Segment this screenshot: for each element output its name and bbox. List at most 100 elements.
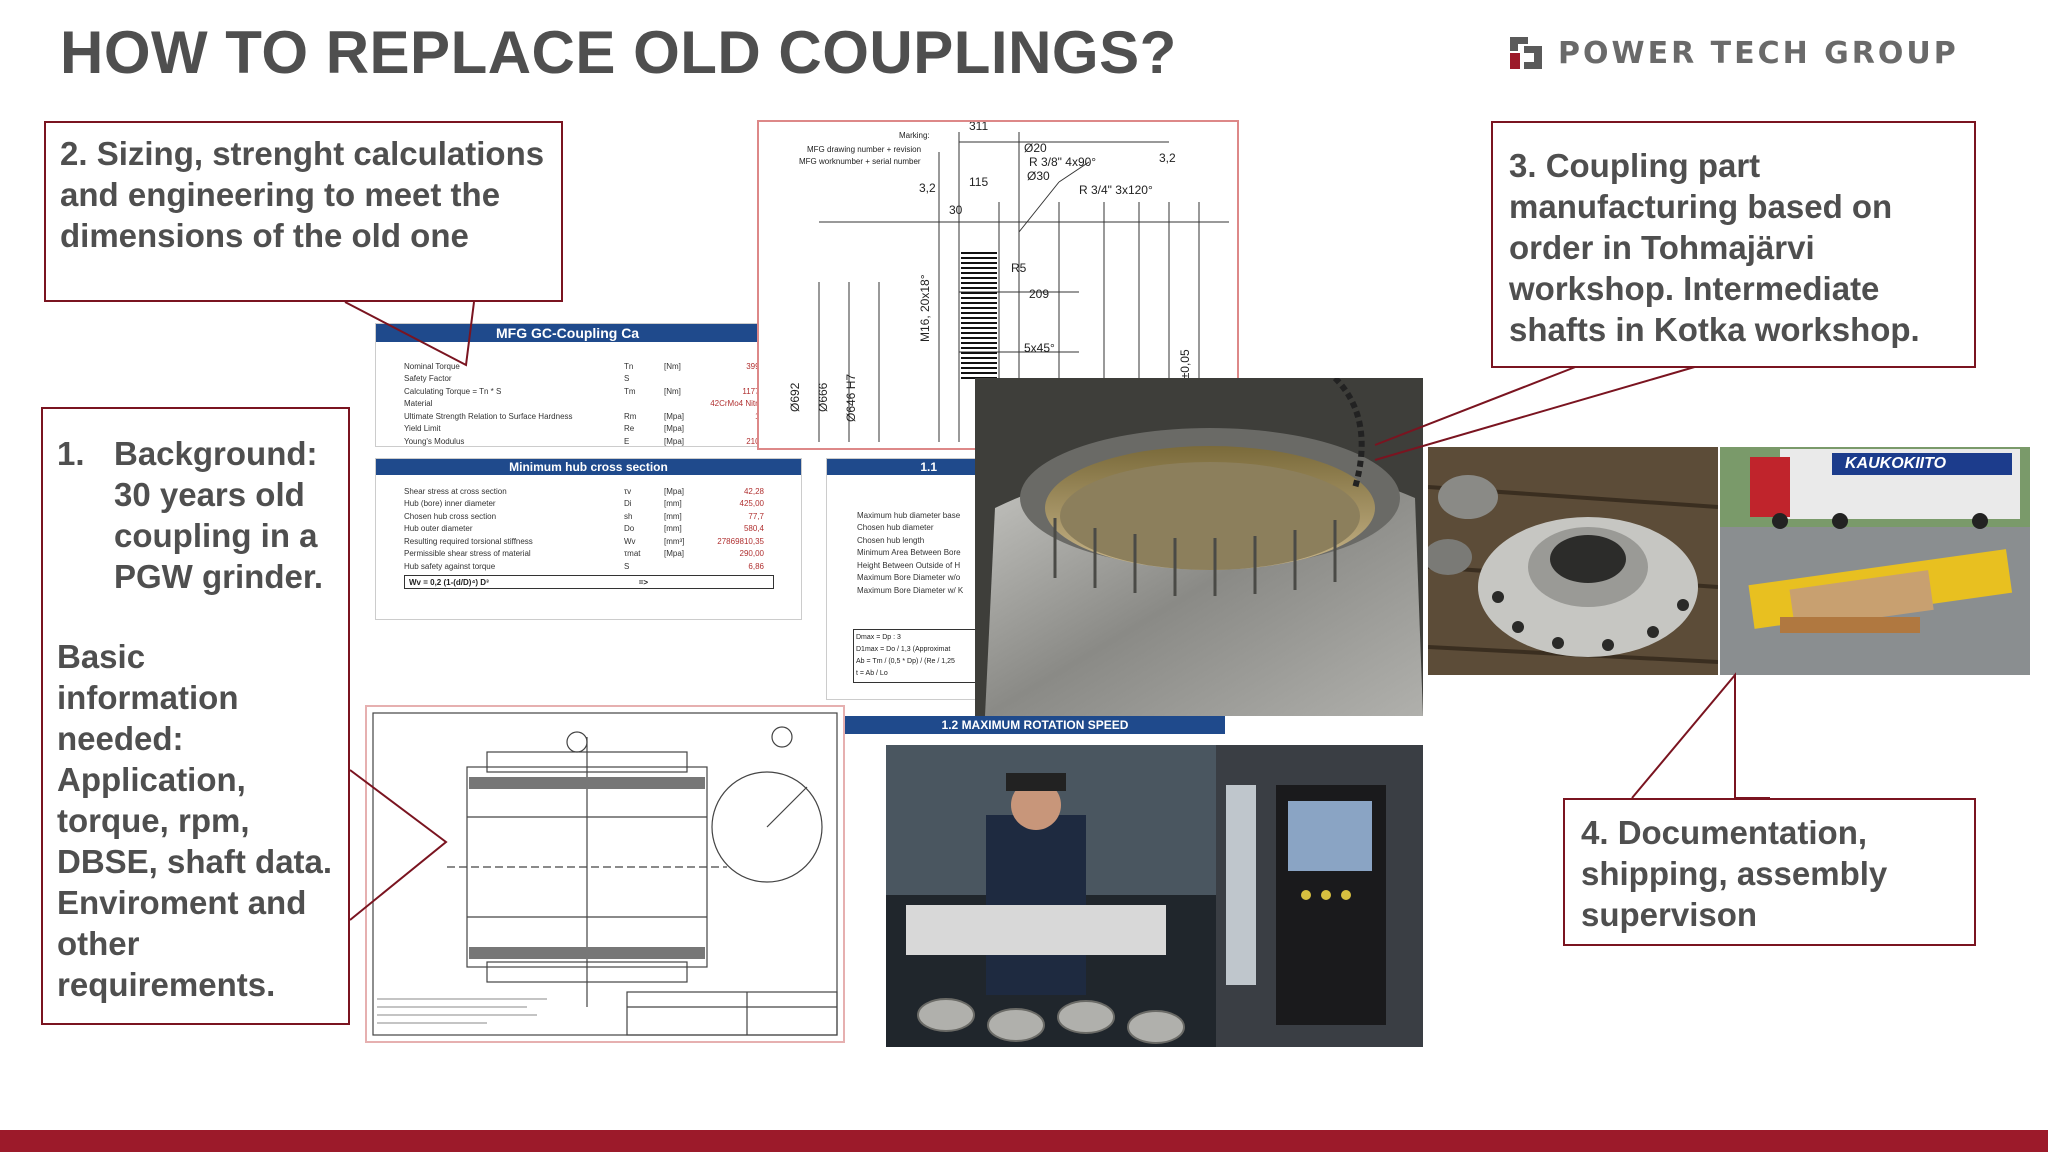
callout-step-3: 3. Coupling part manufacturing based on … <box>1491 121 1976 368</box>
sheet-cell: Safety Factor <box>404 374 452 384</box>
sheet-cell: Calculating Torque = Tn * S <box>404 386 502 396</box>
dimension-label: M16, 20x18° <box>918 274 932 342</box>
gear-ring-photo <box>975 378 1423 716</box>
sheet-cell: Hub outer diameter <box>404 524 473 534</box>
dimension-label: 209 <box>1029 287 1049 301</box>
sheet-cell: [Nm] <box>664 361 681 371</box>
sheet-cell: 27869810,35 <box>717 536 764 546</box>
sheet-cell: sh <box>624 511 633 521</box>
dimension-label: R 3/4" 3x120° <box>1079 183 1153 197</box>
marking-line1: MFG drawing number + revision <box>807 145 921 154</box>
sheet-cell: Rm <box>624 411 637 421</box>
step-2-text: 2. Sizing, strenght calculations and eng… <box>60 135 545 254</box>
flange-image <box>1428 447 1718 675</box>
sheet-cell: Chosen hub cross section <box>404 511 497 521</box>
page-title: HOW TO REPLACE OLD COUPLINGS? <box>60 19 1177 86</box>
sheet-cell: Tm <box>624 386 636 396</box>
side-sheet-row: Minimum Area Between Bore <box>857 548 961 558</box>
sheet-cell: Hub (bore) inner diameter <box>404 499 496 509</box>
step-1-extra-text: Basic information needed: Application, t… <box>57 638 333 1003</box>
sheet-cell: [Mpa] <box>664 436 685 446</box>
hub-section-title: Minimum hub cross section <box>376 459 801 475</box>
side-sheet-row: Maximum Bore Diameter w/ K <box>857 585 964 595</box>
sheet-row: Calculating Torque = Tn * S Tm [Nm] 11774 <box>404 385 804 398</box>
sheet-cell: [mm] <box>664 499 682 509</box>
power-tech-logo-icon <box>1508 34 1544 72</box>
sheet-cell: 2100 <box>746 436 764 446</box>
sheet-cell: Ultimate Strength Relation to Surface Ha… <box>404 411 573 421</box>
dimension-label: 5x45° <box>1024 341 1055 355</box>
sheet-cell: 42,28 <box>743 486 764 496</box>
sheet-cell: 11774 <box>742 386 764 396</box>
step-4-text: 4. Documentation, shipping, assembly sup… <box>1581 814 1888 933</box>
marking-label: Marking: <box>899 131 930 140</box>
coupling-assembly-drawing <box>372 712 838 1036</box>
dimension-label: Ø20 <box>1024 141 1047 155</box>
step-1-text: Background: 30 years old coupling in a P… <box>114 435 324 595</box>
calc-sheet-title: MFG GC-Coupling Ca <box>376 324 806 342</box>
sheet-cell: τv <box>624 486 632 496</box>
sheet-cell: 42CrMo4 Nitrid <box>710 399 764 409</box>
dimension-label: R5 <box>1011 261 1027 275</box>
sheet-cell: Di <box>624 499 632 509</box>
side-sheet-row: Chosen hub diameter <box>857 523 934 533</box>
sheet-cell: Young's Modulus <box>404 436 465 446</box>
sheet-cell: [mm³] <box>664 536 685 546</box>
sheet-cell: [Nm] <box>664 386 681 396</box>
cnc-workshop-photo <box>886 745 1423 1047</box>
dimension-label: 30 <box>949 203 963 217</box>
assembly-drawing <box>365 705 845 1043</box>
sheet-cell: Permissible shear stress of material <box>404 549 531 559</box>
sheet-cell: [Mpa] <box>664 411 685 421</box>
side-sheet-formula: Ab = Tm / (0,5 * Dp) / (Re / 1,25 <box>856 658 955 665</box>
sheet-cell: [Mpa] <box>664 424 685 434</box>
sheet-cell: 425,00 <box>739 499 764 509</box>
cnc-workshop-image <box>886 745 1423 1047</box>
flange-photo <box>1428 447 1718 675</box>
dimension-label: 3,2 <box>1159 151 1176 165</box>
rotation-speed-band: 1.2 MAXIMUM ROTATION SPEED <box>845 716 1225 734</box>
step-3-text: 3. Coupling part manufacturing based on … <box>1509 147 1920 348</box>
sheet-cell: Hub safety against torque <box>404 561 496 571</box>
sheet-cell: [mm] <box>664 524 682 534</box>
sheet-cell: Re <box>624 424 635 434</box>
dimension-label: Ø30 <box>1027 169 1050 183</box>
step-1-number: 1. <box>57 435 85 472</box>
sheet-cell: [Mpa] <box>664 486 685 496</box>
side-sheet-row: Maximum Bore Diameter w/o <box>857 573 961 583</box>
marking-line2: MFG worknumber + serial number <box>799 157 921 166</box>
sheet-row: Ultimate Strength Relation to Surface Ha… <box>404 410 804 423</box>
sheet-cell: Do <box>624 524 635 534</box>
company-logo: POWER TECH GROUP <box>1508 34 1959 72</box>
shaft-truck-image <box>1720 447 2030 675</box>
side-sheet-formula: Dmax = Dp : 3 <box>856 634 901 641</box>
hub-section-sheet: Minimum hub cross section Shear stress a… <box>375 458 802 620</box>
sheet-cell: Yield Limit <box>404 424 441 434</box>
sheet-cell: 3997 <box>746 361 764 371</box>
sheet-cell: 77,7 <box>748 511 764 521</box>
sheet-cell: Shear stress at cross section <box>404 486 507 496</box>
sheet-row: Hub (bore) inner diameter Di [mm] 425,00 <box>404 498 799 511</box>
sheet-cell: Nominal Torque <box>404 361 460 371</box>
hub-section-rows: Shear stress at cross section τv [Mpa] 42,2… <box>404 485 799 573</box>
step-1-item: 1. Background: 30 years old coupling in … <box>57 433 334 597</box>
sheet-row: Shear stress at cross section τv [Mpa] 42,2… <box>404 485 799 498</box>
sheet-cell: 12 <box>704 412 764 421</box>
formula-arrow: => <box>638 577 649 587</box>
truck-brand-label: KAUKOKIITO <box>1845 455 1947 472</box>
dimension-label: 3,2 <box>919 181 936 195</box>
logo-text: POWER TECH GROUP <box>1558 35 1959 71</box>
dimension-label: Ø692 <box>788 382 802 412</box>
